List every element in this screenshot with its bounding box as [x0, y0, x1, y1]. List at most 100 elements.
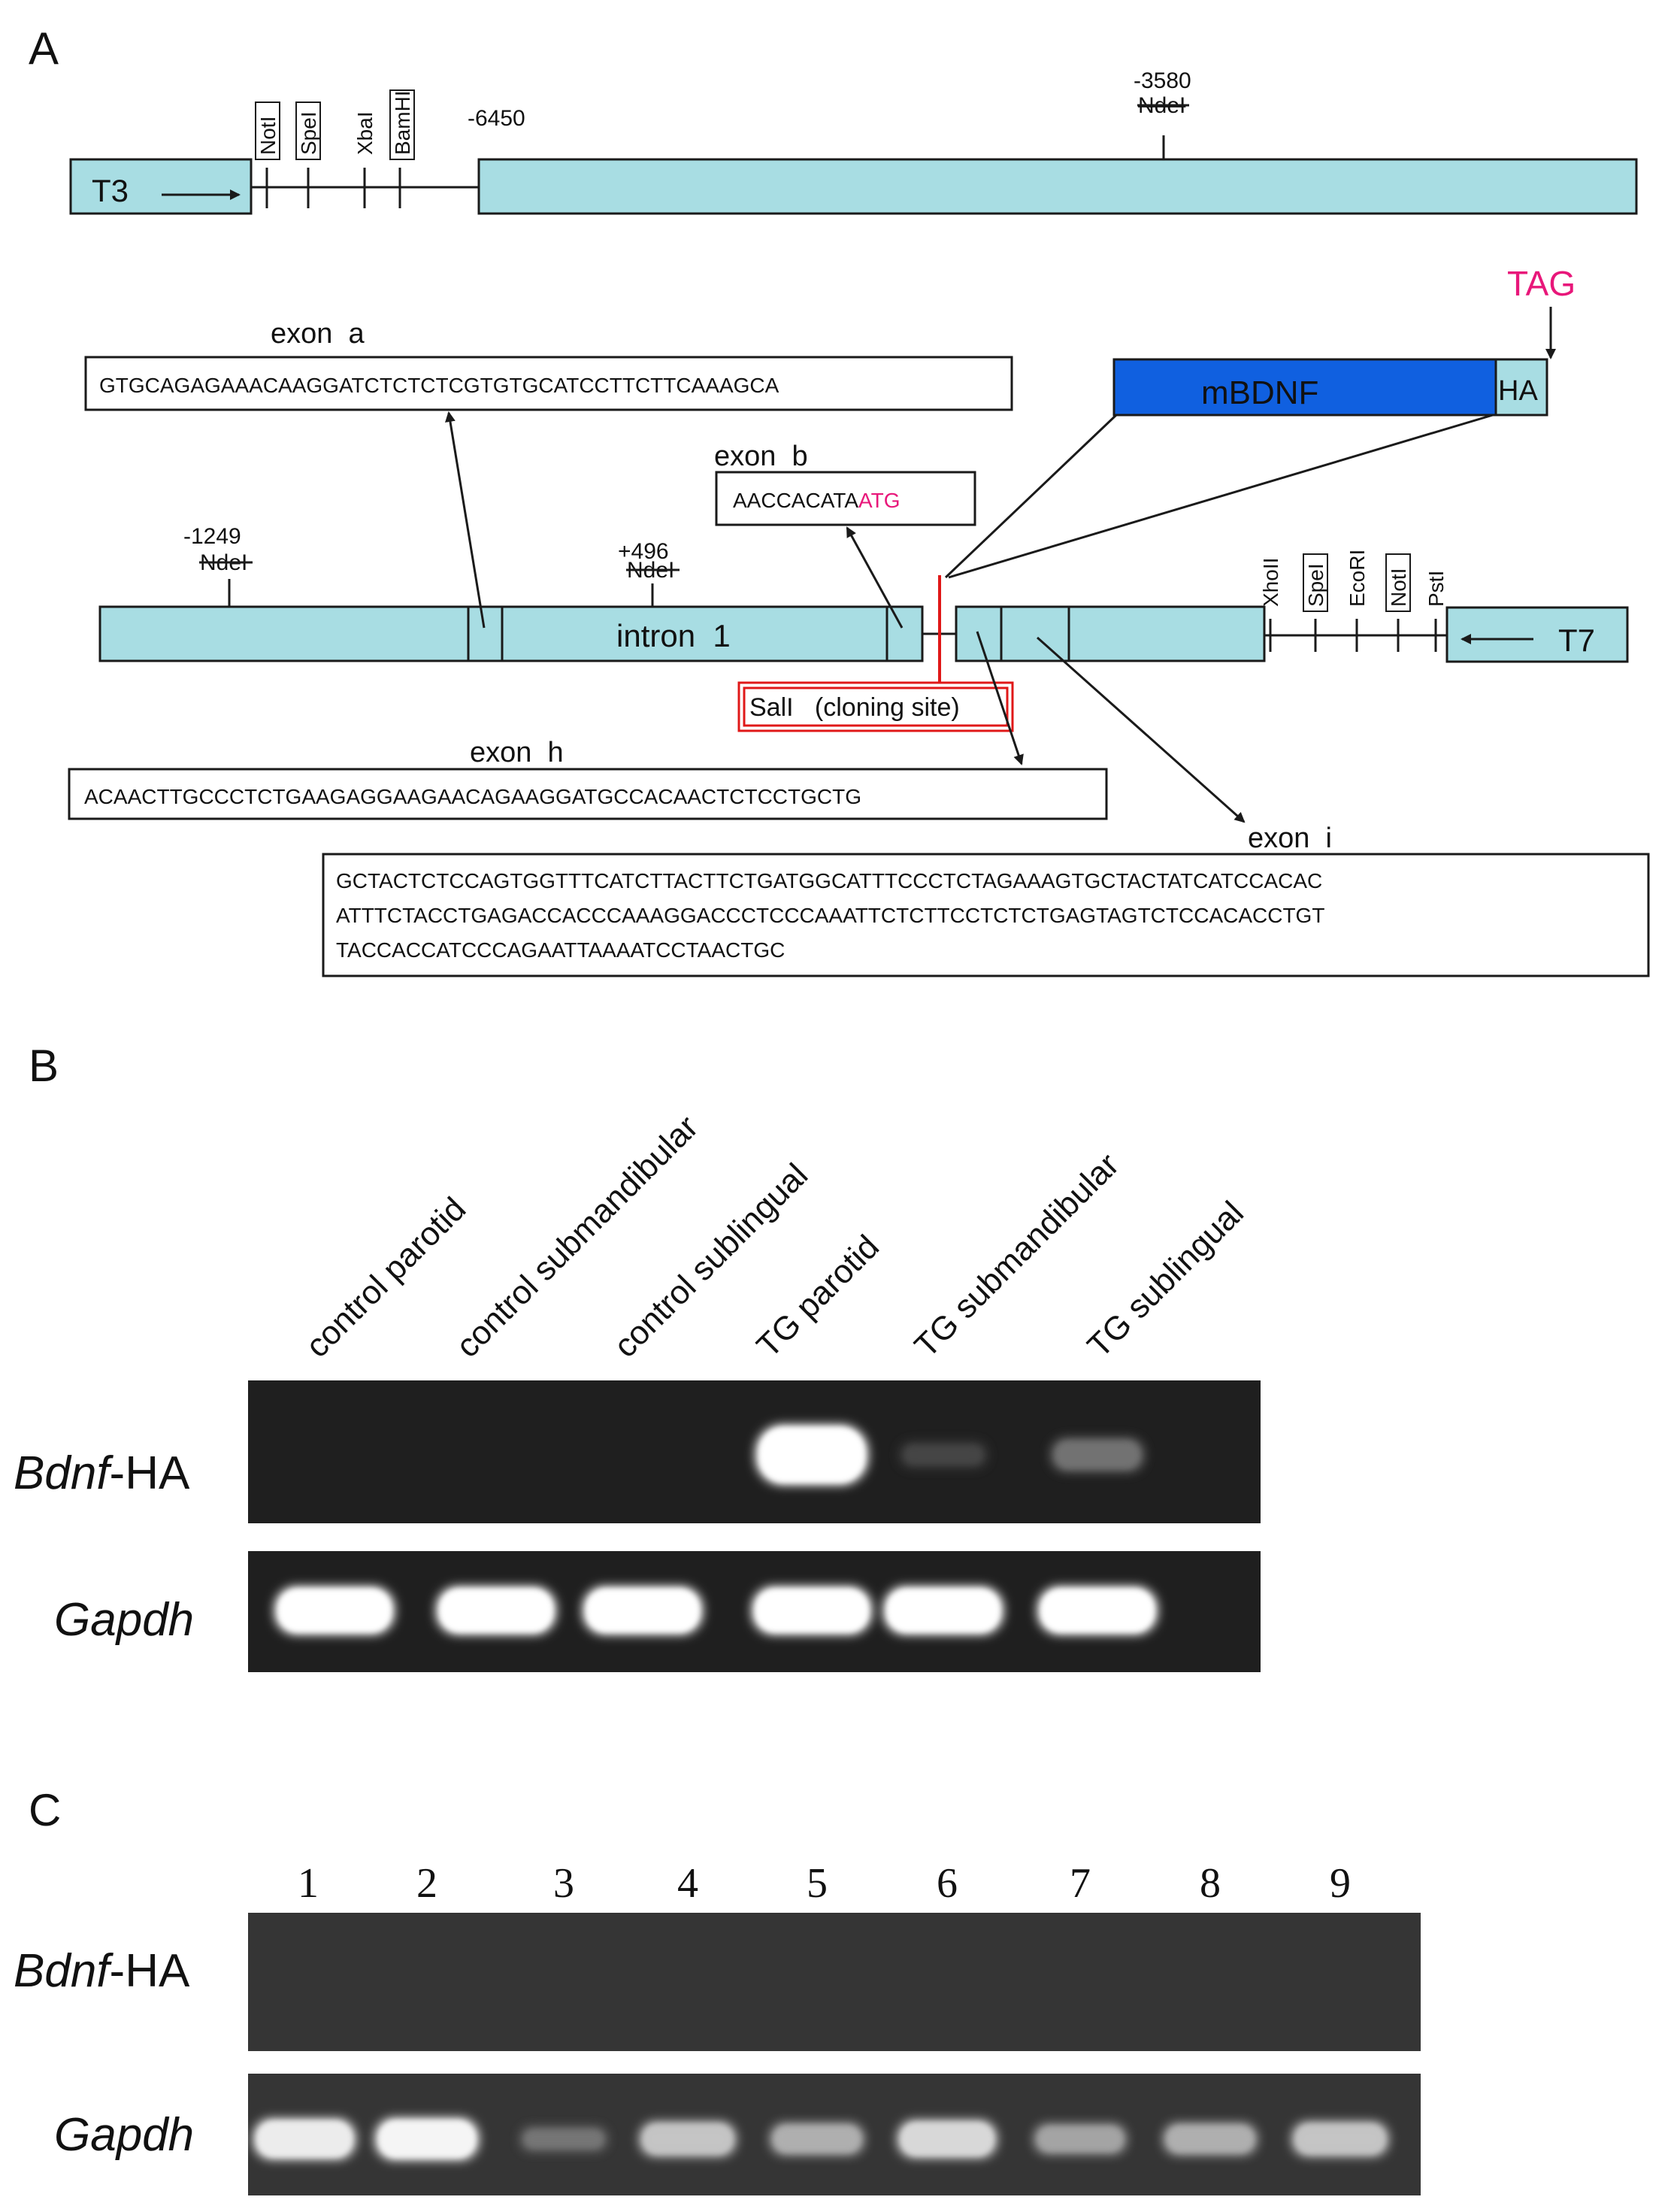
cloning-site-label: SalI (cloning site)	[749, 693, 960, 722]
right-site-noti: NotI	[1385, 553, 1411, 612]
b-lane-label: TG parotid	[749, 1228, 886, 1365]
t7-box	[1445, 606, 1629, 663]
exon-h-box	[68, 768, 1108, 820]
exon-hi-box	[955, 605, 1266, 662]
top-site-box-bamhi	[389, 89, 415, 160]
b-lane-label: control parotid	[298, 1190, 473, 1365]
exon-h-sequence: ACAACTTGCCCTCTGAAGAGGAAGAACAGAAGGATGCCAC…	[84, 785, 861, 808]
b-row2-label: Gapdh	[54, 1594, 194, 1646]
exon-b-arrow	[846, 526, 904, 629]
cloning-site-box-outer	[737, 681, 1014, 732]
c-band-gapdh	[643, 2124, 732, 2154]
ha-label: HA	[1498, 375, 1538, 407]
pos-1249-label: -1249	[183, 524, 241, 549]
b-band-bdnf	[760, 1428, 864, 1482]
top-site-bamhi: BamHI	[389, 89, 415, 160]
exon-b-title: exon b	[714, 441, 808, 472]
exon-b-box	[715, 471, 976, 526]
b-lane-label: TG sublingual	[1080, 1194, 1251, 1365]
exon-a-arrow	[445, 411, 486, 629]
c-lane-number: 7	[1070, 1860, 1091, 1907]
t7-label: T7	[1558, 623, 1595, 658]
exon-i-arrow	[1037, 636, 1246, 823]
tag-label: TAG	[1507, 264, 1576, 303]
top-site-box-noti	[255, 102, 280, 160]
pos-496-label: +496	[618, 539, 669, 564]
top-site-noti: NotI	[255, 102, 280, 160]
b-band-gapdh	[587, 1589, 698, 1632]
exon-a-box	[84, 356, 1013, 411]
insert-line-1	[944, 414, 1118, 579]
b-band-bdnf	[903, 1444, 984, 1465]
exon-h-title: exon h	[470, 737, 564, 768]
b-band-gapdh	[440, 1589, 552, 1632]
c-lane-number: 2	[416, 1860, 437, 1907]
insert-line-2	[948, 414, 1494, 579]
c-band-gapdh	[774, 2126, 860, 2153]
t3-box	[69, 158, 253, 215]
b-row1-tag: -HA	[110, 1447, 190, 1499]
top-site-box-spei	[295, 102, 321, 160]
c-band-gapdh	[1167, 2126, 1253, 2153]
t3-label: T3	[92, 173, 129, 208]
exon-b-sequence: AACCACATAATG	[733, 489, 900, 512]
exon-i-title: exon i	[1248, 823, 1332, 854]
c-lane-number: 1	[298, 1860, 319, 1907]
c-band-gapdh	[1296, 2124, 1385, 2154]
top-site-label-noti: NotI	[256, 117, 280, 155]
right-site-label-psti: PstI	[1424, 571, 1448, 607]
c-band-gapdh	[901, 2123, 993, 2156]
right-site-label-noti: NotI	[1387, 568, 1410, 607]
b-row1-label: Bdnf-HA	[14, 1447, 190, 1499]
right-site-label-ecori: EcoRI	[1346, 550, 1369, 607]
exon-b-atg: ATG	[858, 489, 900, 512]
right-site-psti: PstI	[1424, 571, 1448, 607]
top-site-label-xbai: XbaI	[353, 111, 377, 155]
exon-i-line-3: TACCACCATCCCAGAATTAAAATCCTAACTGC	[336, 938, 785, 962]
top-site-label-bamhi: BamHI	[391, 90, 414, 155]
panel-a-label: A	[29, 23, 59, 74]
mbdnf-label: mBDNF	[1201, 374, 1318, 411]
c-lane-number: 6	[937, 1860, 958, 1907]
c-lane-number: 3	[553, 1860, 574, 1907]
c-gel-bdnf	[248, 1913, 1421, 2051]
exon-b-seq-prefix: AACCACATA	[733, 489, 858, 512]
intron-box	[98, 605, 924, 662]
exon-i-line-2: ATTTCTACCTGAGACCACCCAAAGGACCCTCCCAAATTCT…	[336, 904, 1324, 927]
c-lane-number: 9	[1330, 1860, 1351, 1907]
right-site-label-xhoii: XhoII	[1259, 558, 1282, 607]
exon-i-line-1: GCTACTCTCCAGTGGTTTCATCTTACTTCTGATGGCATTT…	[336, 869, 1322, 892]
top-site-spei: SpeI	[295, 102, 321, 160]
right-site-spei: SpeI	[1303, 553, 1328, 612]
c-row1-gene: Bdnf	[14, 1945, 114, 1997]
exon-h-arrow	[976, 631, 1024, 765]
exon-a-sequence: GTGCAGAGAAACAAGGATCTCTCTCGTGTGCATCCTTCTT…	[99, 374, 779, 397]
c-row1-tag: -HA	[110, 1945, 190, 1997]
panel-b-label: B	[29, 1041, 59, 1091]
intron-label: intron 1	[616, 618, 731, 653]
exon-i-box	[322, 853, 1650, 977]
c-band-gapdh	[524, 2129, 604, 2149]
b-band-gapdh	[1042, 1589, 1153, 1632]
b-band-gapdh	[888, 1589, 999, 1632]
top-site-label-spei: SpeI	[297, 111, 320, 155]
panel-c-label: C	[29, 1785, 61, 1835]
b-band-gapdh	[756, 1589, 867, 1632]
exon-a-title: exon a	[271, 318, 365, 350]
top-site-xbai: XbaI	[353, 111, 377, 155]
pos-3580-label: -3580	[1134, 68, 1191, 93]
right-site-label-spei: SpeI	[1304, 563, 1327, 607]
c-row1-label: Bdnf-HA	[14, 1945, 190, 1997]
c-band-gapdh	[1037, 2126, 1123, 2152]
b-row1-gene: Bdnf	[14, 1447, 114, 1499]
b-band-gapdh	[279, 1589, 390, 1632]
right-site-ecori: EcoRI	[1346, 550, 1369, 607]
cloning-site-box-inner	[743, 686, 1009, 727]
c-row2-label: Gapdh	[54, 2109, 194, 2161]
pos-6450-label: -6450	[468, 106, 525, 131]
right-site-box-noti	[1385, 553, 1411, 612]
right-site-xhoii: XhoII	[1259, 558, 1282, 607]
ha-box	[1494, 358, 1548, 417]
